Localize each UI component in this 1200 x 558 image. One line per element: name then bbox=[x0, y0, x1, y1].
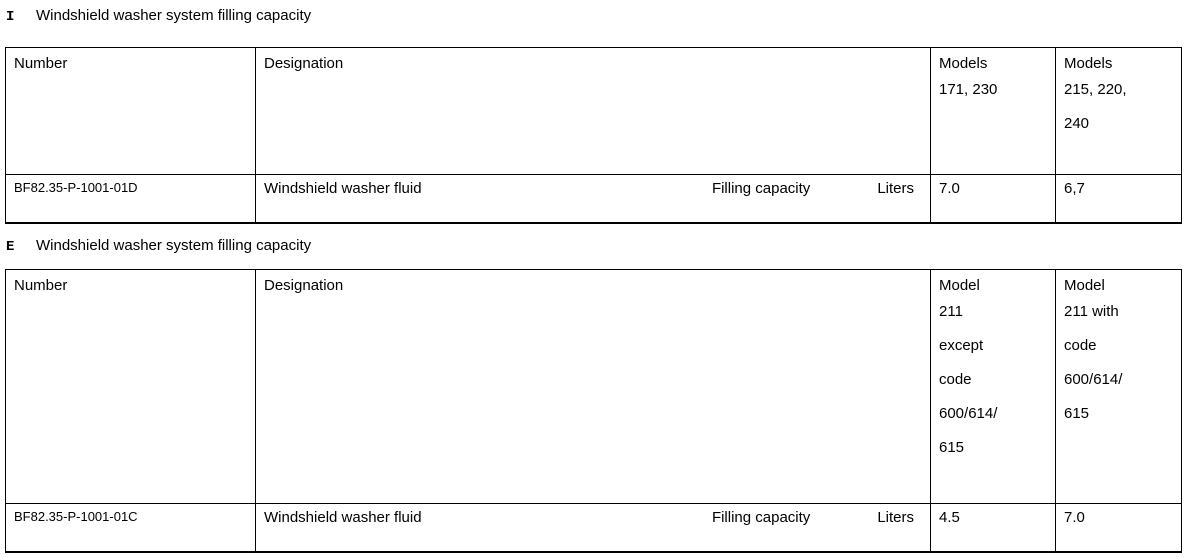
designation-text: Windshield washer fluid bbox=[264, 508, 422, 526]
table-data-row: BF82.35-P-1001-01D Windshield washer flu… bbox=[5, 174, 1182, 224]
section-title: Windshield washer system filling capacit… bbox=[36, 7, 312, 24]
designation-text: Windshield washer fluid bbox=[264, 180, 422, 197]
section-prefix: E bbox=[6, 238, 15, 255]
section-heading-1: I Windshield washer system filling capaci… bbox=[6, 6, 1200, 27]
capacity-value-model-b: 7.0 bbox=[1055, 502, 1182, 553]
header-paragraph: code bbox=[1064, 336, 1097, 354]
header-paragraph: 600/614/ bbox=[939, 404, 998, 422]
header-paragraph: 615 bbox=[939, 438, 965, 456]
column-header-number: Number bbox=[5, 47, 256, 175]
unit-label: Liters bbox=[877, 180, 914, 197]
capacity-value-model-a: 4.5 bbox=[930, 502, 1056, 553]
section-prefix: I bbox=[6, 9, 15, 25]
capacity-value-models-b: 6,7 bbox=[1055, 174, 1182, 224]
column-header-designation: Designation bbox=[255, 268, 931, 504]
attribute-label: Filling capacity bbox=[711, 508, 811, 526]
designation-cell: Windshield washer fluid Filling capacity… bbox=[255, 502, 931, 553]
section-title: Windshield washer system filling capacit… bbox=[36, 236, 312, 254]
column-header-designation: Designation bbox=[255, 47, 931, 175]
section-heading-2: E Windshield washer system filling capaci… bbox=[6, 236, 1200, 257]
capacity-value-models-a: 7.0 bbox=[930, 174, 1056, 224]
designation-cell: Windshield washer fluid Filling capacity… bbox=[255, 174, 931, 224]
header-paragraph: 240 bbox=[1064, 115, 1090, 132]
header-paragraph: 600/614/ bbox=[1064, 370, 1123, 388]
unit-label: Liters bbox=[877, 508, 914, 526]
column-header-number: Number bbox=[5, 268, 256, 504]
header-paragraph: except bbox=[939, 336, 984, 354]
part-number: BF82.35-P-1001-01D bbox=[5, 174, 256, 224]
header-paragraph: code bbox=[939, 370, 972, 388]
attribute-label: Filling capacity bbox=[711, 180, 811, 197]
part-number: BF82.35-P-1001-01C bbox=[5, 502, 256, 553]
header-paragraph: 615 bbox=[1064, 404, 1090, 422]
table-data-row: BF82.35-P-1001-01C Windshield washer flu… bbox=[5, 502, 1182, 553]
